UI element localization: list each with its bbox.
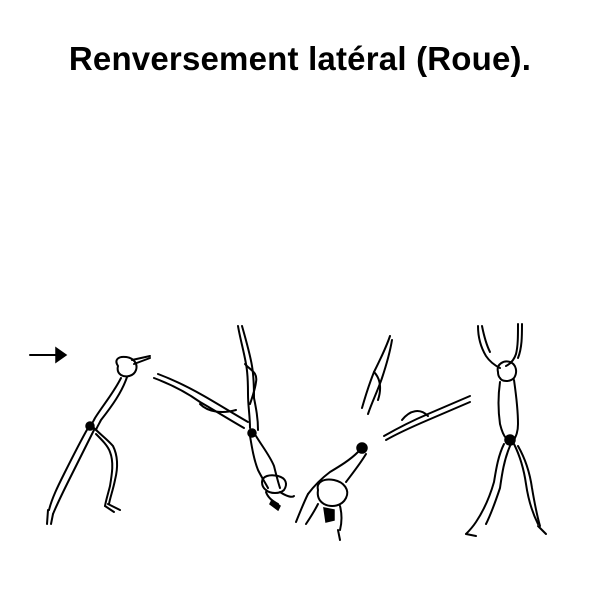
gymnast-figure-4 [465, 323, 547, 537]
gymnast-figure-1 [46, 355, 151, 525]
arrow-right-icon [29, 346, 68, 364]
page-title: Renversement latéral (Roue). [68, 40, 532, 77]
gymnast-figure-3 [295, 335, 471, 541]
gymnast-figure-2 [153, 325, 295, 512]
